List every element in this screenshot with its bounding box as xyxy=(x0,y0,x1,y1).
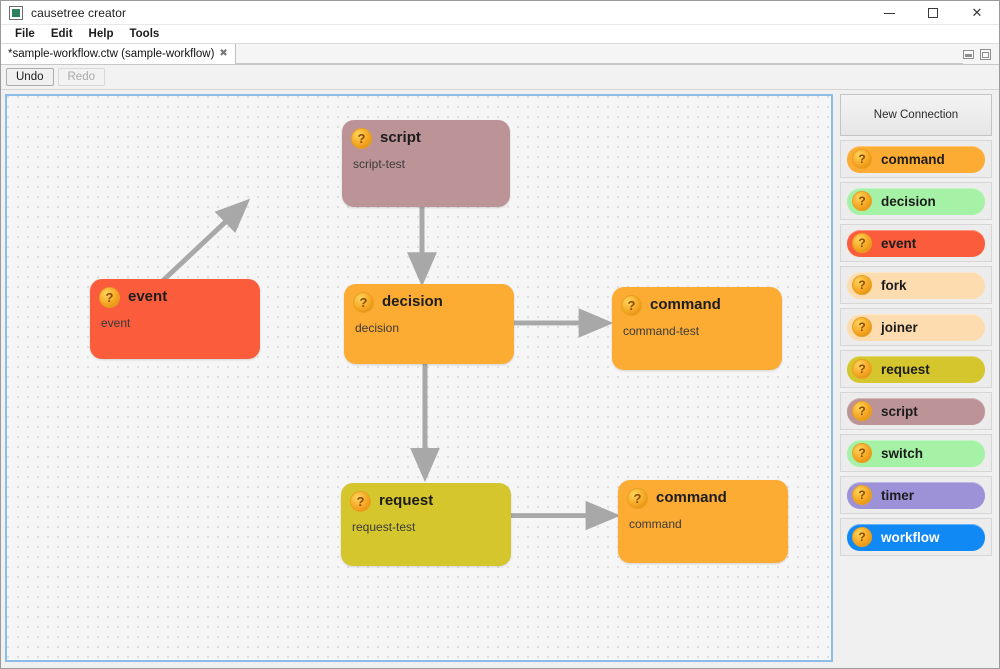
maximize-panel-icon[interactable] xyxy=(980,48,991,60)
close-button[interactable]: ✕ xyxy=(971,5,983,20)
palette-item-switch[interactable]: ? switch xyxy=(840,434,992,472)
tab-bar: *sample-workflow.ctw (sample-workflow) ✖ xyxy=(1,44,999,65)
palette-pill: ? joiner xyxy=(847,313,985,341)
node-subtitle: event xyxy=(101,316,131,330)
palette-item-timer[interactable]: ? timer xyxy=(840,476,992,514)
node-command-1[interactable]: ? command command-test xyxy=(612,287,782,370)
node-type-icon: ? xyxy=(852,191,872,211)
tab-bar-spacer xyxy=(235,44,963,64)
node-subtitle: command xyxy=(629,517,682,531)
palette-item-joiner[interactable]: ? joiner xyxy=(840,308,992,346)
palette-pill: ? timer xyxy=(847,481,985,509)
node-type-icon: ? xyxy=(350,491,371,512)
palette-item-label: joiner xyxy=(881,319,918,335)
menu-item-file[interactable]: File xyxy=(15,28,35,40)
maximize-button[interactable] xyxy=(911,1,955,25)
palette-pill: ? decision xyxy=(847,187,985,215)
node-title: decision xyxy=(382,293,443,310)
palette-item-command[interactable]: ? command xyxy=(840,140,992,178)
node-type-icon: ? xyxy=(99,287,120,308)
node-palette: New Connection ? command ? decision ? ev… xyxy=(837,94,995,662)
node-event[interactable]: ? event event xyxy=(90,279,260,359)
node-title: event xyxy=(128,288,168,305)
node-type-icon: ? xyxy=(627,488,648,509)
undo-button[interactable]: Undo xyxy=(6,68,54,86)
workflow-canvas[interactable]: ? script script-test ? event event ? dec… xyxy=(5,94,833,662)
palette-pill: ? script xyxy=(847,397,985,425)
palette-item-label: fork xyxy=(881,277,907,293)
palette-pill: ? workflow xyxy=(847,523,985,551)
palette-pill: ? request xyxy=(847,355,985,383)
maximize-icon xyxy=(928,8,938,18)
palette-item-label: workflow xyxy=(881,529,940,545)
menu-item-edit[interactable]: Edit xyxy=(50,28,73,40)
tab-label: *sample-workflow.ctw (sample-workflow) xyxy=(8,48,215,60)
palette-item-label: event xyxy=(881,235,917,251)
node-type-icon: ? xyxy=(852,443,872,463)
palette-item-label: script xyxy=(881,403,918,419)
node-request[interactable]: ? request request-test xyxy=(341,483,511,566)
minimize-panel-icon[interactable] xyxy=(963,49,974,59)
palette-item-fork[interactable]: ? fork xyxy=(840,266,992,304)
node-type-icon: ? xyxy=(852,527,872,547)
editor-toolbar: Undo Redo xyxy=(1,65,999,90)
node-type-icon: ? xyxy=(351,128,372,149)
node-type-icon: ? xyxy=(353,292,374,313)
minimize-button[interactable] xyxy=(867,1,911,25)
menu-bar: File Edit Help Tools xyxy=(1,25,999,44)
palette-item-label: decision xyxy=(881,193,936,209)
node-subtitle: request-test xyxy=(352,520,416,534)
palette-item-event[interactable]: ? event xyxy=(840,224,992,262)
palette-item-label: timer xyxy=(881,487,915,503)
menu-item-help[interactable]: Help xyxy=(88,28,114,40)
palette-item-label: request xyxy=(881,361,930,377)
palette-pill: ? event xyxy=(847,229,985,257)
palette-item-request[interactable]: ? request xyxy=(840,350,992,388)
node-type-icon: ? xyxy=(621,295,642,316)
minimize-icon xyxy=(883,12,895,14)
node-type-icon: ? xyxy=(852,401,872,421)
palette-item-script[interactable]: ? script xyxy=(840,392,992,430)
palette-item-decision[interactable]: ? decision xyxy=(840,182,992,220)
node-type-icon: ? xyxy=(852,233,872,253)
editor-area: ? script script-test ? event event ? dec… xyxy=(1,90,999,668)
palette-item-workflow[interactable]: ? workflow xyxy=(840,518,992,556)
title-bar: causetree creator ✕ xyxy=(1,1,999,25)
palette-item-label: switch xyxy=(881,445,924,461)
node-type-icon: ? xyxy=(852,485,872,505)
palette-pill: ? fork xyxy=(847,271,985,299)
node-subtitle: command-test xyxy=(623,324,700,338)
palette-item-label: command xyxy=(881,151,945,167)
node-title: command xyxy=(656,489,727,506)
window-title: causetree creator xyxy=(31,5,127,20)
node-title: script xyxy=(380,129,421,146)
node-title: command xyxy=(650,296,721,313)
tab-close-icon[interactable]: ✖ xyxy=(219,48,228,59)
editor-panel-controls xyxy=(963,44,999,64)
app-icon xyxy=(9,5,23,20)
node-type-icon: ? xyxy=(852,359,872,379)
node-type-icon: ? xyxy=(852,317,872,337)
window-controls: ✕ xyxy=(867,1,999,25)
redo-button[interactable]: Redo xyxy=(57,68,105,86)
node-decision[interactable]: ? decision decision xyxy=(344,284,514,364)
node-type-icon: ? xyxy=(852,149,872,169)
new-connection-button[interactable]: New Connection xyxy=(840,94,992,136)
node-subtitle: decision xyxy=(355,321,400,335)
node-command-2[interactable]: ? command command xyxy=(618,480,788,563)
palette-pill: ? command xyxy=(847,145,985,173)
node-script[interactable]: ? script script-test xyxy=(342,120,510,207)
node-title: request xyxy=(379,492,434,509)
menu-item-tools[interactable]: Tools xyxy=(129,28,160,40)
node-type-icon: ? xyxy=(852,275,872,295)
palette-pill: ? switch xyxy=(847,439,985,467)
tab-sample-workflow[interactable]: *sample-workflow.ctw (sample-workflow) ✖ xyxy=(1,44,236,64)
node-subtitle: script-test xyxy=(353,157,406,171)
